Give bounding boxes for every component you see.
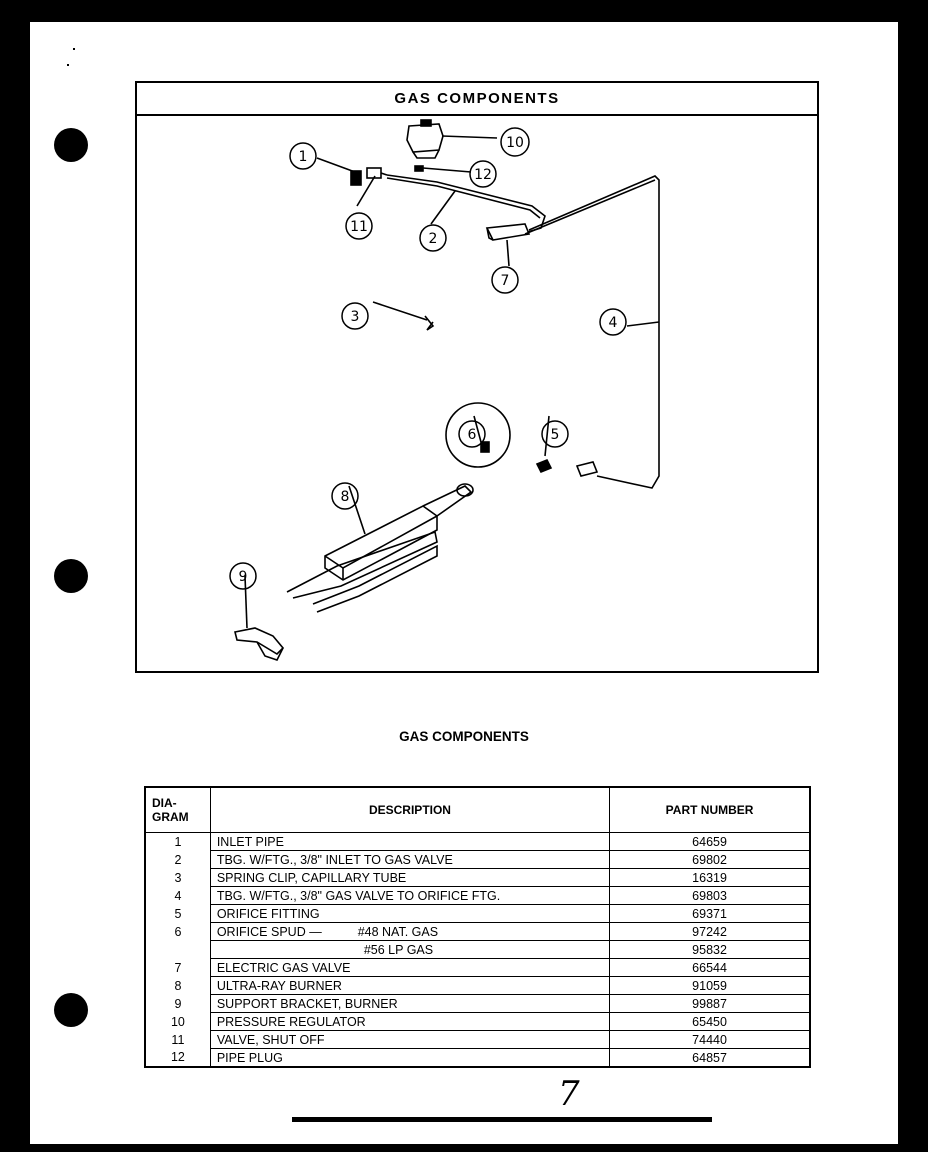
- row-description: VALVE, SHUT OFF: [209, 1030, 611, 1049]
- row-diagram-number: 4: [144, 886, 211, 905]
- table-row: 8 ULTRA-RAY BURNER 91059: [144, 976, 811, 995]
- table-row: #56 LP GAS 95832: [144, 940, 811, 959]
- table-row: 6 ORIFICE SPUD — #48 NAT. GAS 97242: [144, 922, 811, 941]
- row-part-number: 97242: [609, 922, 811, 941]
- binder-hole: [54, 559, 88, 593]
- document-page: GAS COMPONENTS: [30, 22, 898, 1144]
- table-row: 11 VALVE, SHUT OFF 74440: [144, 1030, 811, 1049]
- row-part-number: 95832: [609, 940, 811, 959]
- callout-9: 9: [239, 569, 248, 585]
- table-heading: GAS COMPONENTS: [399, 729, 529, 744]
- callout-6: 6: [468, 427, 477, 443]
- row-diagram-number: 10: [144, 1012, 211, 1031]
- row-diagram-number: 12: [144, 1048, 211, 1068]
- callout-10: 10: [506, 135, 524, 151]
- row-part-number: 64659: [609, 832, 811, 851]
- row-diagram-number: 8: [144, 976, 211, 995]
- row-part-number: 99887: [609, 994, 811, 1013]
- header-diagram-line1: DIA-: [152, 796, 177, 810]
- row-description-text: SUPPORT BRACKET, BURNER: [216, 996, 398, 1011]
- header-part-number: PART NUMBER: [609, 786, 811, 833]
- row-description-text: ORIFICE FITTING: [216, 906, 320, 921]
- row-part-number: 64857: [609, 1048, 811, 1068]
- callout-4: 4: [609, 315, 618, 331]
- table-row: 7 ELECTRIC GAS VALVE 66544: [144, 958, 811, 977]
- callout-12: 12: [474, 167, 492, 183]
- row-diagram-number: 7: [144, 958, 211, 977]
- row-description-text: TBG. W/FTG., 3/8" INLET TO GAS VALVE: [216, 852, 453, 867]
- row-part-number: 69803: [609, 886, 811, 905]
- row-description-text: SPRING CLIP, CAPILLARY TUBE: [216, 870, 407, 885]
- table-row: 4 TBG. W/FTG., 3/8" GAS VALVE TO ORIFICE …: [144, 886, 811, 905]
- row-description: ULTRA-RAY BURNER: [209, 976, 611, 995]
- scan-edge: [292, 1117, 712, 1122]
- table-row: 12 PIPE PLUG 64857: [144, 1048, 811, 1068]
- row-description-text: ELECTRIC GAS VALVE: [216, 960, 351, 975]
- header-description: DESCRIPTION: [209, 786, 611, 833]
- callout-3: 3: [351, 309, 360, 325]
- table-row: 5 ORIFICE FITTING 69371: [144, 904, 811, 923]
- binder-hole: [54, 993, 88, 1027]
- row-description-text: INLET PIPE: [216, 834, 284, 849]
- table-row: 9 SUPPORT BRACKET, BURNER 99887: [144, 994, 811, 1013]
- row-description: SPRING CLIP, CAPILLARY TUBE: [209, 868, 611, 887]
- row-description: INLET PIPE: [209, 832, 611, 851]
- row-diagram-number: 2: [144, 850, 211, 869]
- table-row: 1 INLET PIPE 64659: [144, 832, 811, 851]
- table-row: 2 TBG. W/FTG., 3/8" INLET TO GAS VALVE 698…: [144, 850, 811, 869]
- row-diagram-number: 6: [144, 922, 211, 941]
- row-diagram-number: 3: [144, 868, 211, 887]
- row-description: ORIFICE SPUD — #48 NAT. GAS: [209, 922, 611, 941]
- row-description: TBG. W/FTG., 3/8" GAS VALVE TO ORIFICE F…: [209, 886, 611, 905]
- header-diagram-line2: GRAM: [152, 810, 189, 824]
- callout-1: 1: [299, 149, 308, 165]
- row-description-text: ORIFICE SPUD —: [216, 924, 322, 939]
- row-description-text: VALVE, SHUT OFF: [216, 1032, 325, 1047]
- table-header-row: DIA- GRAM DESCRIPTION PART NUMBER: [144, 786, 811, 833]
- header-diagram: DIA- GRAM: [144, 786, 211, 833]
- table-row: 3 SPRING CLIP, CAPILLARY TUBE 16319: [144, 868, 811, 887]
- row-part-number: 91059: [609, 976, 811, 995]
- row-description-text: ULTRA-RAY BURNER: [216, 978, 342, 993]
- row-part-number: 65450: [609, 1012, 811, 1031]
- diagram-title: GAS COMPONENTS: [137, 83, 817, 116]
- row-part-number: 69371: [609, 904, 811, 923]
- row-description: #56 LP GAS: [209, 940, 611, 959]
- callout-11: 11: [350, 219, 368, 235]
- row-description: SUPPORT BRACKET, BURNER: [209, 994, 611, 1013]
- callout-7: 7: [501, 273, 510, 289]
- row-diagram-number: 5: [144, 904, 211, 923]
- row-description: PIPE PLUG: [209, 1048, 611, 1068]
- row-diagram-number: 9: [144, 994, 211, 1013]
- table-row: 10 PRESSURE REGULATOR 65450: [144, 1012, 811, 1031]
- callout-8: 8: [341, 489, 350, 505]
- binder-hole: [54, 128, 88, 162]
- row-description-text: PRESSURE REGULATOR: [216, 1014, 366, 1029]
- row-description-variant: #56 LP GAS: [363, 942, 434, 957]
- row-diagram-number: [144, 940, 211, 959]
- row-description: TBG. W/FTG., 3/8" INLET TO GAS VALVE: [209, 850, 611, 869]
- row-part-number: 69802: [609, 850, 811, 869]
- row-description-text: PIPE PLUG: [216, 1050, 283, 1065]
- row-description: ORIFICE FITTING: [209, 904, 611, 923]
- parts-table: DIA- GRAM DESCRIPTION PART NUMBER 1 INLET…: [144, 786, 811, 1068]
- row-diagram-number: 11: [144, 1030, 211, 1049]
- row-description: PRESSURE REGULATOR: [209, 1012, 611, 1031]
- row-diagram-number: 1: [144, 832, 211, 851]
- row-description-variant: #48 NAT. GAS: [357, 924, 439, 939]
- callout-5: 5: [551, 427, 560, 443]
- row-part-number: 74440: [609, 1030, 811, 1049]
- row-description: ELECTRIC GAS VALVE: [209, 958, 611, 977]
- row-part-number: 66544: [609, 958, 811, 977]
- row-description-text: TBG. W/FTG., 3/8" GAS VALVE TO ORIFICE F…: [216, 888, 501, 903]
- callout-2: 2: [429, 231, 438, 247]
- parts-illustration: 1 2 3 4 5 6 7 8 9 10 11 12: [229, 119, 660, 661]
- row-part-number: 16319: [609, 868, 811, 887]
- handwritten-mark: 7: [558, 1074, 580, 1114]
- exploded-diagram: GAS COMPONENTS: [135, 81, 819, 673]
